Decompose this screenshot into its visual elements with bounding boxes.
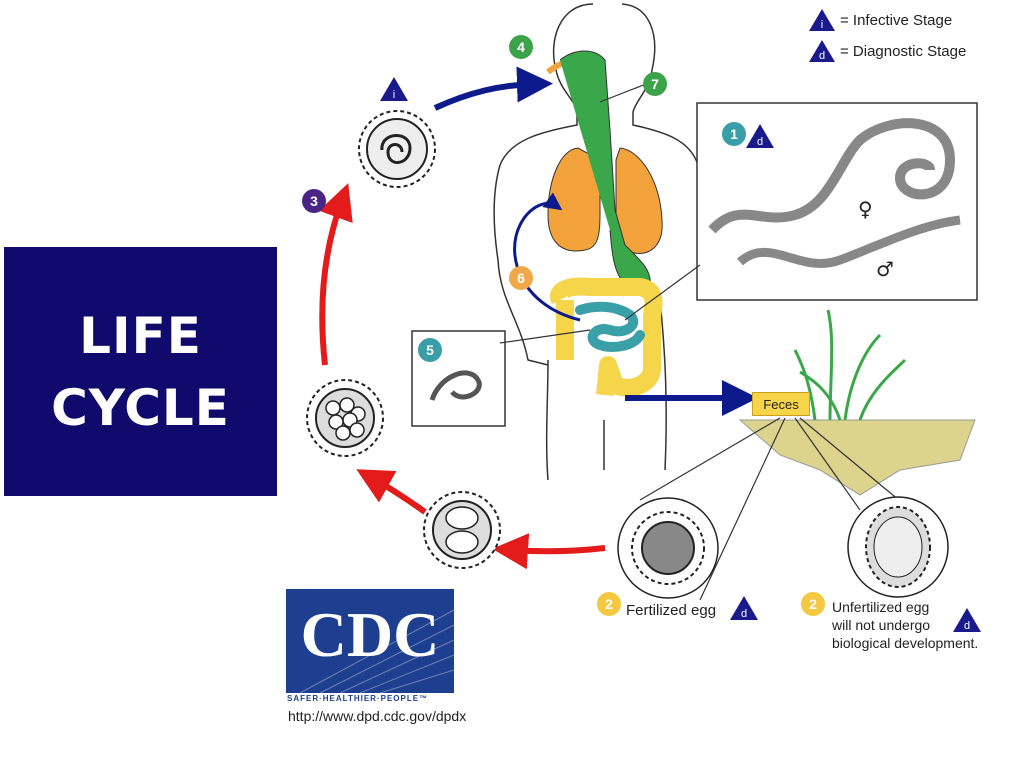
feces-label: Feces xyxy=(752,392,810,416)
stage-2-number: 2 xyxy=(809,596,817,612)
digestive-tract xyxy=(546,50,663,397)
stage-2-marker xyxy=(801,592,825,616)
diagnostic-marker-letter: d xyxy=(757,136,763,148)
human-body-outline xyxy=(493,3,699,481)
legend-infective-text: = Infective Stage xyxy=(840,11,953,29)
lungs xyxy=(547,147,663,254)
migration-arrow xyxy=(513,192,581,322)
external-cycle-arrows xyxy=(318,183,606,570)
embryonated-egg-infective xyxy=(358,110,436,188)
life-cycle-title: LIFE CYCLE xyxy=(4,247,277,496)
stage-6-marker xyxy=(509,266,533,290)
stage-7-marker xyxy=(643,72,667,96)
title-line-1: LIFE xyxy=(79,306,202,365)
legend-diagnostic: d = Diagnostic Stage xyxy=(808,38,966,64)
diagnostic-marker-letter: d xyxy=(741,608,747,620)
infective-marker-letter: i xyxy=(393,89,395,101)
unfertilized-line-2: will not undergo xyxy=(832,617,931,633)
cdc-logo: CDC xyxy=(286,589,454,693)
egg-two-cell xyxy=(423,491,501,569)
title-line-2: CYCLE xyxy=(51,378,230,437)
male-symbol: ♂ xyxy=(876,257,894,281)
cdc-tagline: SAFER·HEALTHIER·PEOPLE™ xyxy=(287,694,429,703)
stage-4-number: 4 xyxy=(517,39,525,55)
svg-text:i: i xyxy=(821,19,823,31)
soil-and-grass xyxy=(738,309,976,496)
stage-7-number: 7 xyxy=(651,76,659,92)
larva-panel xyxy=(411,330,506,427)
stage-2-marker xyxy=(597,592,621,616)
fertilized-egg-magnified xyxy=(617,497,719,599)
callout-lines xyxy=(499,83,936,601)
svg-text:d: d xyxy=(819,50,825,62)
unfertilized-line-3: biological development. xyxy=(832,635,979,651)
unfertilized-egg-magnified xyxy=(847,496,949,598)
infective-marker: i xyxy=(380,77,408,101)
unfertilized-line-1: Unfertilized egg xyxy=(832,599,930,615)
infection-path-arrows xyxy=(433,66,758,416)
female-symbol: ♀ xyxy=(858,197,873,221)
stage-2-number: 2 xyxy=(605,596,613,612)
stage-5-marker xyxy=(418,338,442,362)
adult-worms-panel xyxy=(696,102,978,301)
diagnostic-marker-letter: d xyxy=(964,620,970,632)
unfertilized-egg-label: Unfertilized egg will not undergo biolog… xyxy=(832,598,978,652)
infective-icon: i xyxy=(809,9,835,31)
cdc-logo-graphic xyxy=(286,589,455,694)
stage-3-marker xyxy=(302,189,326,213)
source-url[interactable]: http://www.dpd.cdc.gov/dpdx xyxy=(288,708,467,724)
feces-text: Feces xyxy=(763,396,799,412)
stage-4-marker xyxy=(509,35,533,59)
diagnostic-marker-fertilized: d xyxy=(730,596,758,620)
diagnostic-marker-unfertilized: d xyxy=(953,608,981,632)
egg-multicell xyxy=(306,379,384,457)
legend-infective: i = Infective Stage xyxy=(808,7,952,33)
stage-3-number: 3 xyxy=(310,193,318,209)
cdc-logo-letters: CDC xyxy=(300,599,440,670)
stage-1-marker xyxy=(722,122,746,146)
diagnostic-icon: d xyxy=(809,40,835,62)
stage-6-number: 6 xyxy=(517,270,525,286)
fertilized-egg-label: Fertilized egg xyxy=(626,602,717,619)
stage-markers: 1 2 2 3 4 5 6 7 xyxy=(302,35,825,616)
legend-diagnostic-text: = Diagnostic Stage xyxy=(840,42,967,60)
stage-5-number: 5 xyxy=(426,342,434,358)
diagnostic-marker-adult: d xyxy=(746,124,774,148)
stage-1-number: 1 xyxy=(730,126,738,142)
